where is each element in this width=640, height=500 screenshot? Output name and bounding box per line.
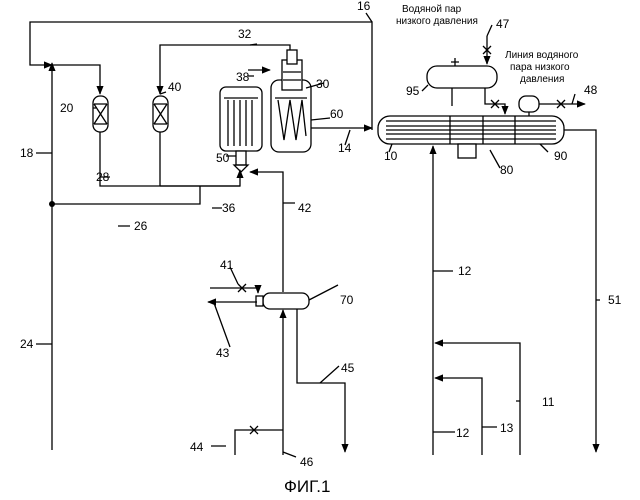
label-70: 70	[340, 293, 354, 307]
reactor-20	[93, 96, 108, 132]
note-lp-steam-line-2: пара низкого	[510, 62, 570, 73]
line-42	[250, 172, 283, 292]
label-46: 46	[300, 455, 314, 469]
line-16	[30, 22, 372, 130]
label-51: 51	[608, 293, 622, 307]
label-47: 47	[496, 17, 510, 31]
line-26	[52, 186, 200, 204]
line-44	[235, 430, 283, 455]
line-11	[435, 343, 520, 455]
label-41: 41	[220, 258, 234, 272]
label-32: 32	[238, 27, 252, 41]
label-45: 45	[341, 361, 355, 375]
label-13: 13	[500, 421, 514, 435]
reactor-40	[153, 96, 168, 132]
label-40: 40	[168, 80, 182, 94]
label-12-lower: 12	[456, 426, 470, 440]
line-41	[210, 288, 258, 293]
label-28: 28	[96, 170, 110, 184]
steam-separator-drum	[519, 96, 539, 116]
drum-to-exchanger-line	[485, 88, 505, 114]
label-95: 95	[406, 84, 420, 98]
label-11: 11	[542, 395, 555, 409]
separator-70	[256, 293, 309, 309]
label-16: 16	[357, 0, 371, 13]
note-lp-steam-2: низкого давления	[396, 16, 478, 27]
line-to-reactor-20	[52, 65, 100, 94]
label-90: 90	[554, 149, 568, 163]
heat-exchanger-10	[378, 116, 564, 158]
label-20: 20	[60, 101, 74, 115]
label-36: 36	[222, 201, 236, 215]
figure-caption: ФИГ.1	[284, 477, 330, 496]
label-80: 80	[500, 163, 514, 177]
line-51	[564, 130, 596, 452]
label-24: 24	[20, 337, 34, 351]
label-12-upper: 12	[458, 264, 472, 278]
label-42: 42	[298, 201, 312, 215]
label-48: 48	[584, 83, 598, 97]
label-60: 60	[330, 107, 344, 121]
label-14: 14	[338, 141, 352, 155]
label-44: 44	[190, 440, 204, 454]
label-10: 10	[384, 149, 398, 163]
steam-drum-95	[427, 58, 497, 106]
label-38: 38	[236, 70, 250, 84]
note-lp-steam-line-3: давления	[520, 74, 564, 85]
note-lp-steam-line-1: Линия водяного	[505, 50, 579, 61]
label-43: 43	[216, 346, 230, 360]
label-30: 30	[316, 77, 330, 91]
vessel-30-60	[271, 50, 311, 152]
label-50: 50	[216, 151, 230, 165]
note-lp-steam-1: Водяной пар	[402, 4, 462, 15]
line-13	[435, 378, 482, 455]
label-26: 26	[134, 219, 148, 233]
label-18: 18	[20, 146, 34, 160]
line-45	[297, 309, 345, 452]
